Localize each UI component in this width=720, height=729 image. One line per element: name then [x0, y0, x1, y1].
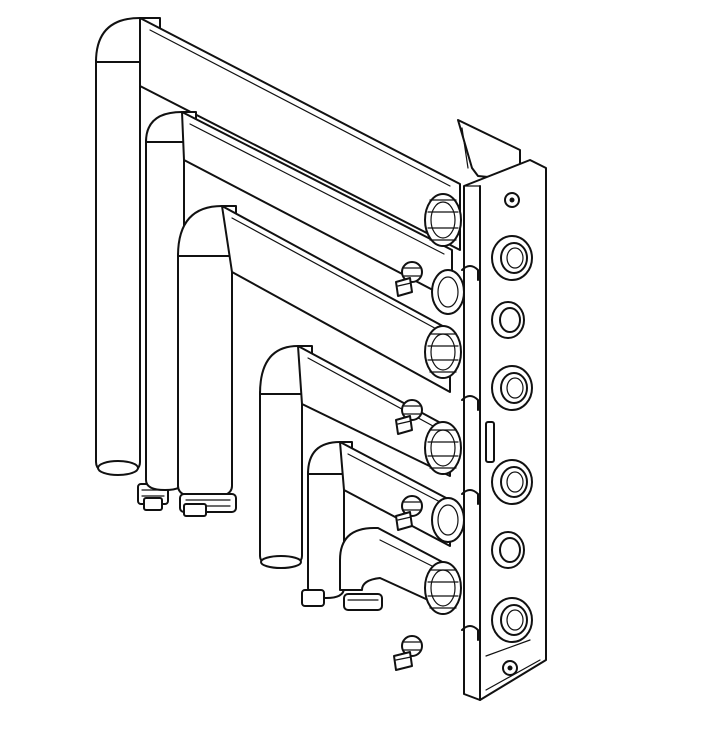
pipe-loop-5-bottom-fitting: [301, 589, 325, 607]
port-2: [491, 301, 525, 339]
pipe-couplings: [424, 193, 465, 615]
pipe-loop-6-bottom-fitting: [343, 593, 383, 611]
pipe-loop-3: [177, 205, 451, 517]
pipe-loop-1: [95, 17, 461, 511]
mounting-bracket: [457, 119, 547, 701]
top-bolt-icon: [504, 192, 520, 208]
pipe-loop-4: [259, 345, 451, 569]
coupling-1: [424, 193, 462, 247]
pipe-loop-3-bottom-fitting: [179, 493, 237, 517]
coupling-2: [431, 269, 465, 315]
nipple-4: [393, 635, 423, 671]
coupling-4: [424, 421, 462, 475]
port-5: [491, 531, 525, 569]
side-nipples: [393, 261, 423, 671]
coupling-6: [424, 561, 462, 615]
nipple-1: [395, 261, 423, 297]
nipple-2: [395, 399, 423, 435]
pipe-loop-5: [301, 441, 451, 607]
port-3: [491, 365, 533, 411]
pipe-loop-2: [145, 111, 453, 491]
port-1: [491, 235, 533, 281]
bracket-ports: [491, 235, 533, 643]
port-6: [491, 597, 533, 643]
pipe-loop-6: [339, 527, 451, 611]
coupling-5: [431, 497, 465, 543]
bracket-clips: [461, 265, 479, 641]
coupling-3: [424, 325, 462, 379]
nipple-3: [395, 495, 423, 531]
port-4: [491, 459, 533, 505]
bottom-bolt-icon: [502, 660, 518, 676]
